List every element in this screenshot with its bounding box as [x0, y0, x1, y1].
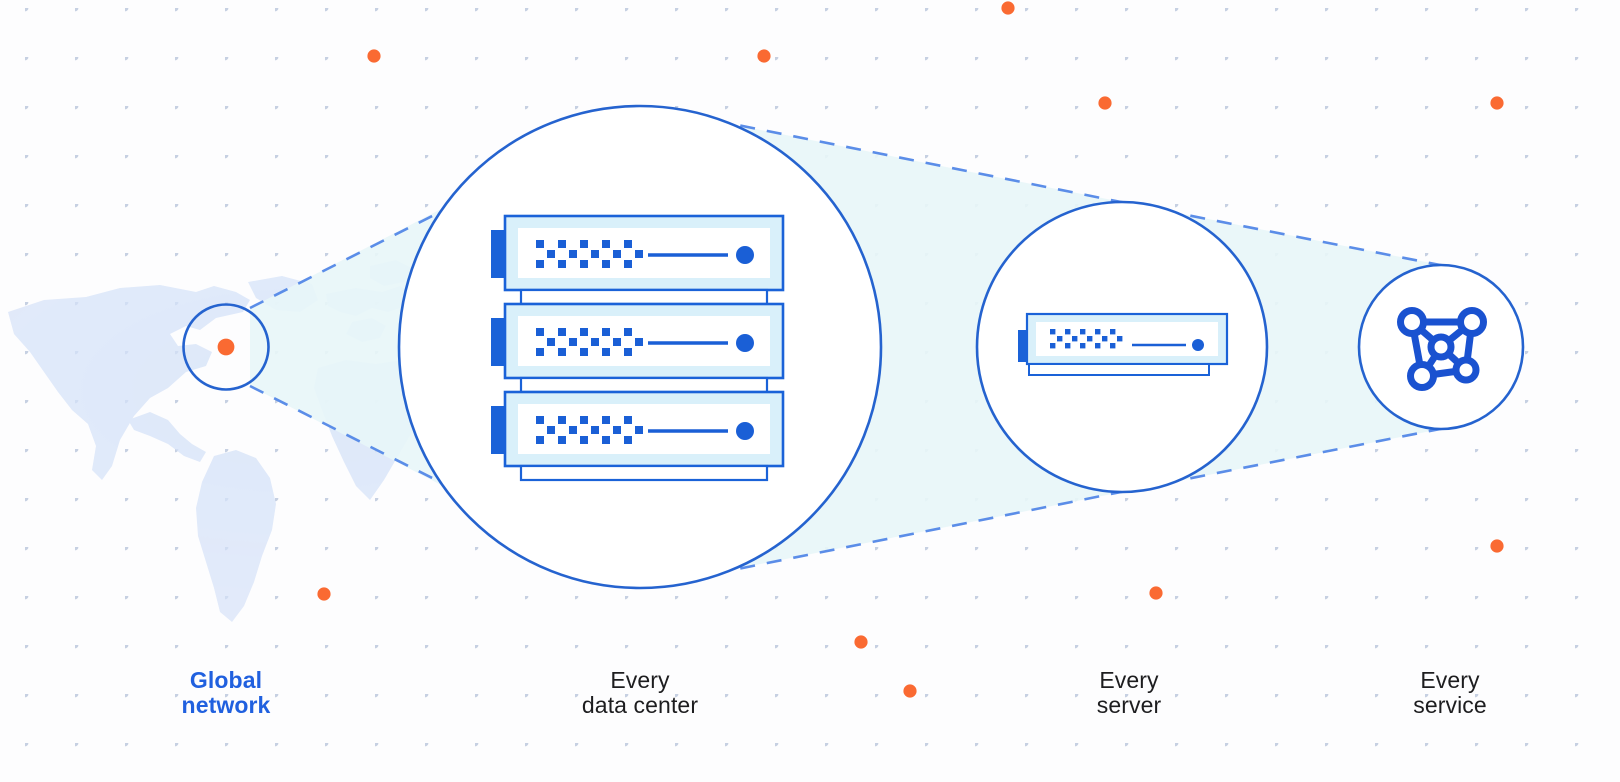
- server-unit-1: [491, 214, 785, 292]
- server-led-pattern-single: [1050, 329, 1123, 349]
- server-unit-3: [491, 390, 785, 468]
- network-node-dots: [1397, 307, 1487, 391]
- stage-global-network-icon: [182, 303, 270, 391]
- stage-data-center-icon: [397, 104, 883, 590]
- server-led-pattern-2: [536, 328, 643, 356]
- map-pin-icon: [217, 338, 235, 356]
- accent-dots: [317, 1, 1504, 698]
- server-led-pattern-1: [536, 240, 643, 268]
- server-unit-2: [491, 302, 785, 380]
- server-led-pattern-3: [536, 416, 643, 444]
- stage-service-icon: [1357, 263, 1525, 431]
- server-unit-single: [1018, 312, 1229, 376]
- stage-server-icon: [975, 200, 1269, 494]
